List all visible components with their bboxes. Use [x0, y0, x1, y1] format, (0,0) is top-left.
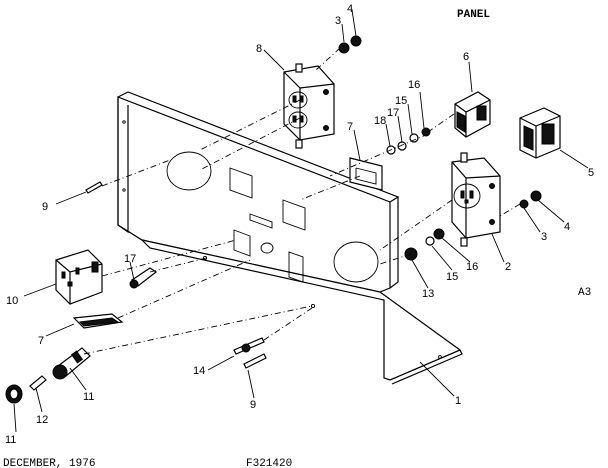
plate-7-lower — [72, 313, 124, 329]
callout-3-top: 3 — [335, 15, 341, 27]
screw-9-upper — [85, 181, 103, 194]
diagram-title: PANEL — [457, 9, 490, 21]
fuse-cap-11 — [5, 384, 23, 404]
nuts-top — [338, 35, 362, 54]
callout-14: 14 — [193, 365, 205, 377]
callout-3-right: 3 — [541, 231, 547, 243]
sheet-id: A3 — [578, 287, 591, 299]
callout-5: 5 — [588, 167, 594, 179]
callout-9-upper: 9 — [42, 201, 48, 213]
callout-11-middle: 11 — [83, 391, 94, 403]
callout-7-lower: 7 — [38, 335, 44, 347]
plate-7-upper — [349, 157, 383, 191]
nuts-right — [519, 190, 542, 209]
receptacle-2 — [451, 152, 501, 247]
main-panel — [117, 91, 463, 385]
callout-17-lower: 17 — [124, 253, 136, 265]
callout-16-lower: 16 — [466, 261, 478, 273]
callout-4-top: 4 — [347, 3, 353, 15]
callout-12: 12 — [36, 414, 48, 426]
callout-2: 2 — [505, 261, 511, 273]
callout-7-upper: 7 — [347, 121, 353, 133]
callout-13: 13 — [422, 288, 434, 300]
rocker-switch-5 — [519, 107, 561, 159]
footer-code: F321420 — [246, 458, 292, 468]
callout-labels: 1 2 3 3 4 4 5 6 7 7 8 9 9 10 11 11 12 13… — [5, 3, 594, 446]
callout-16-upper: 16 — [408, 79, 420, 91]
rocker-switch-6 — [454, 91, 491, 138]
fuse-holder-11 — [52, 347, 91, 380]
callout-6: 6 — [463, 51, 469, 63]
hardware-stack — [386, 127, 431, 155]
fuse-12 — [29, 375, 47, 391]
screw-14-9-lower — [233, 337, 267, 369]
callout-9-lower: 9 — [250, 399, 256, 411]
receptacle-8 — [283, 63, 335, 149]
footer-date: DECEMBER, 1976 — [3, 458, 95, 468]
callout-17-upper: 17 — [387, 107, 399, 119]
leader-lines — [13, 9, 589, 433]
assembly-lines — [83, 47, 521, 355]
callout-10: 10 — [6, 295, 18, 307]
callout-15-lower: 15 — [446, 271, 458, 283]
callout-15-upper: 15 — [395, 95, 407, 107]
fuse-holder-17 — [129, 267, 158, 289]
callout-11-bottom: 11 — [5, 434, 16, 446]
receptacle-10 — [55, 249, 103, 305]
callout-4-right: 4 — [564, 221, 570, 233]
callout-1: 1 — [455, 395, 461, 407]
callout-8: 8 — [256, 43, 262, 55]
callout-18: 18 — [374, 115, 386, 127]
nuts-lower — [404, 228, 445, 261]
